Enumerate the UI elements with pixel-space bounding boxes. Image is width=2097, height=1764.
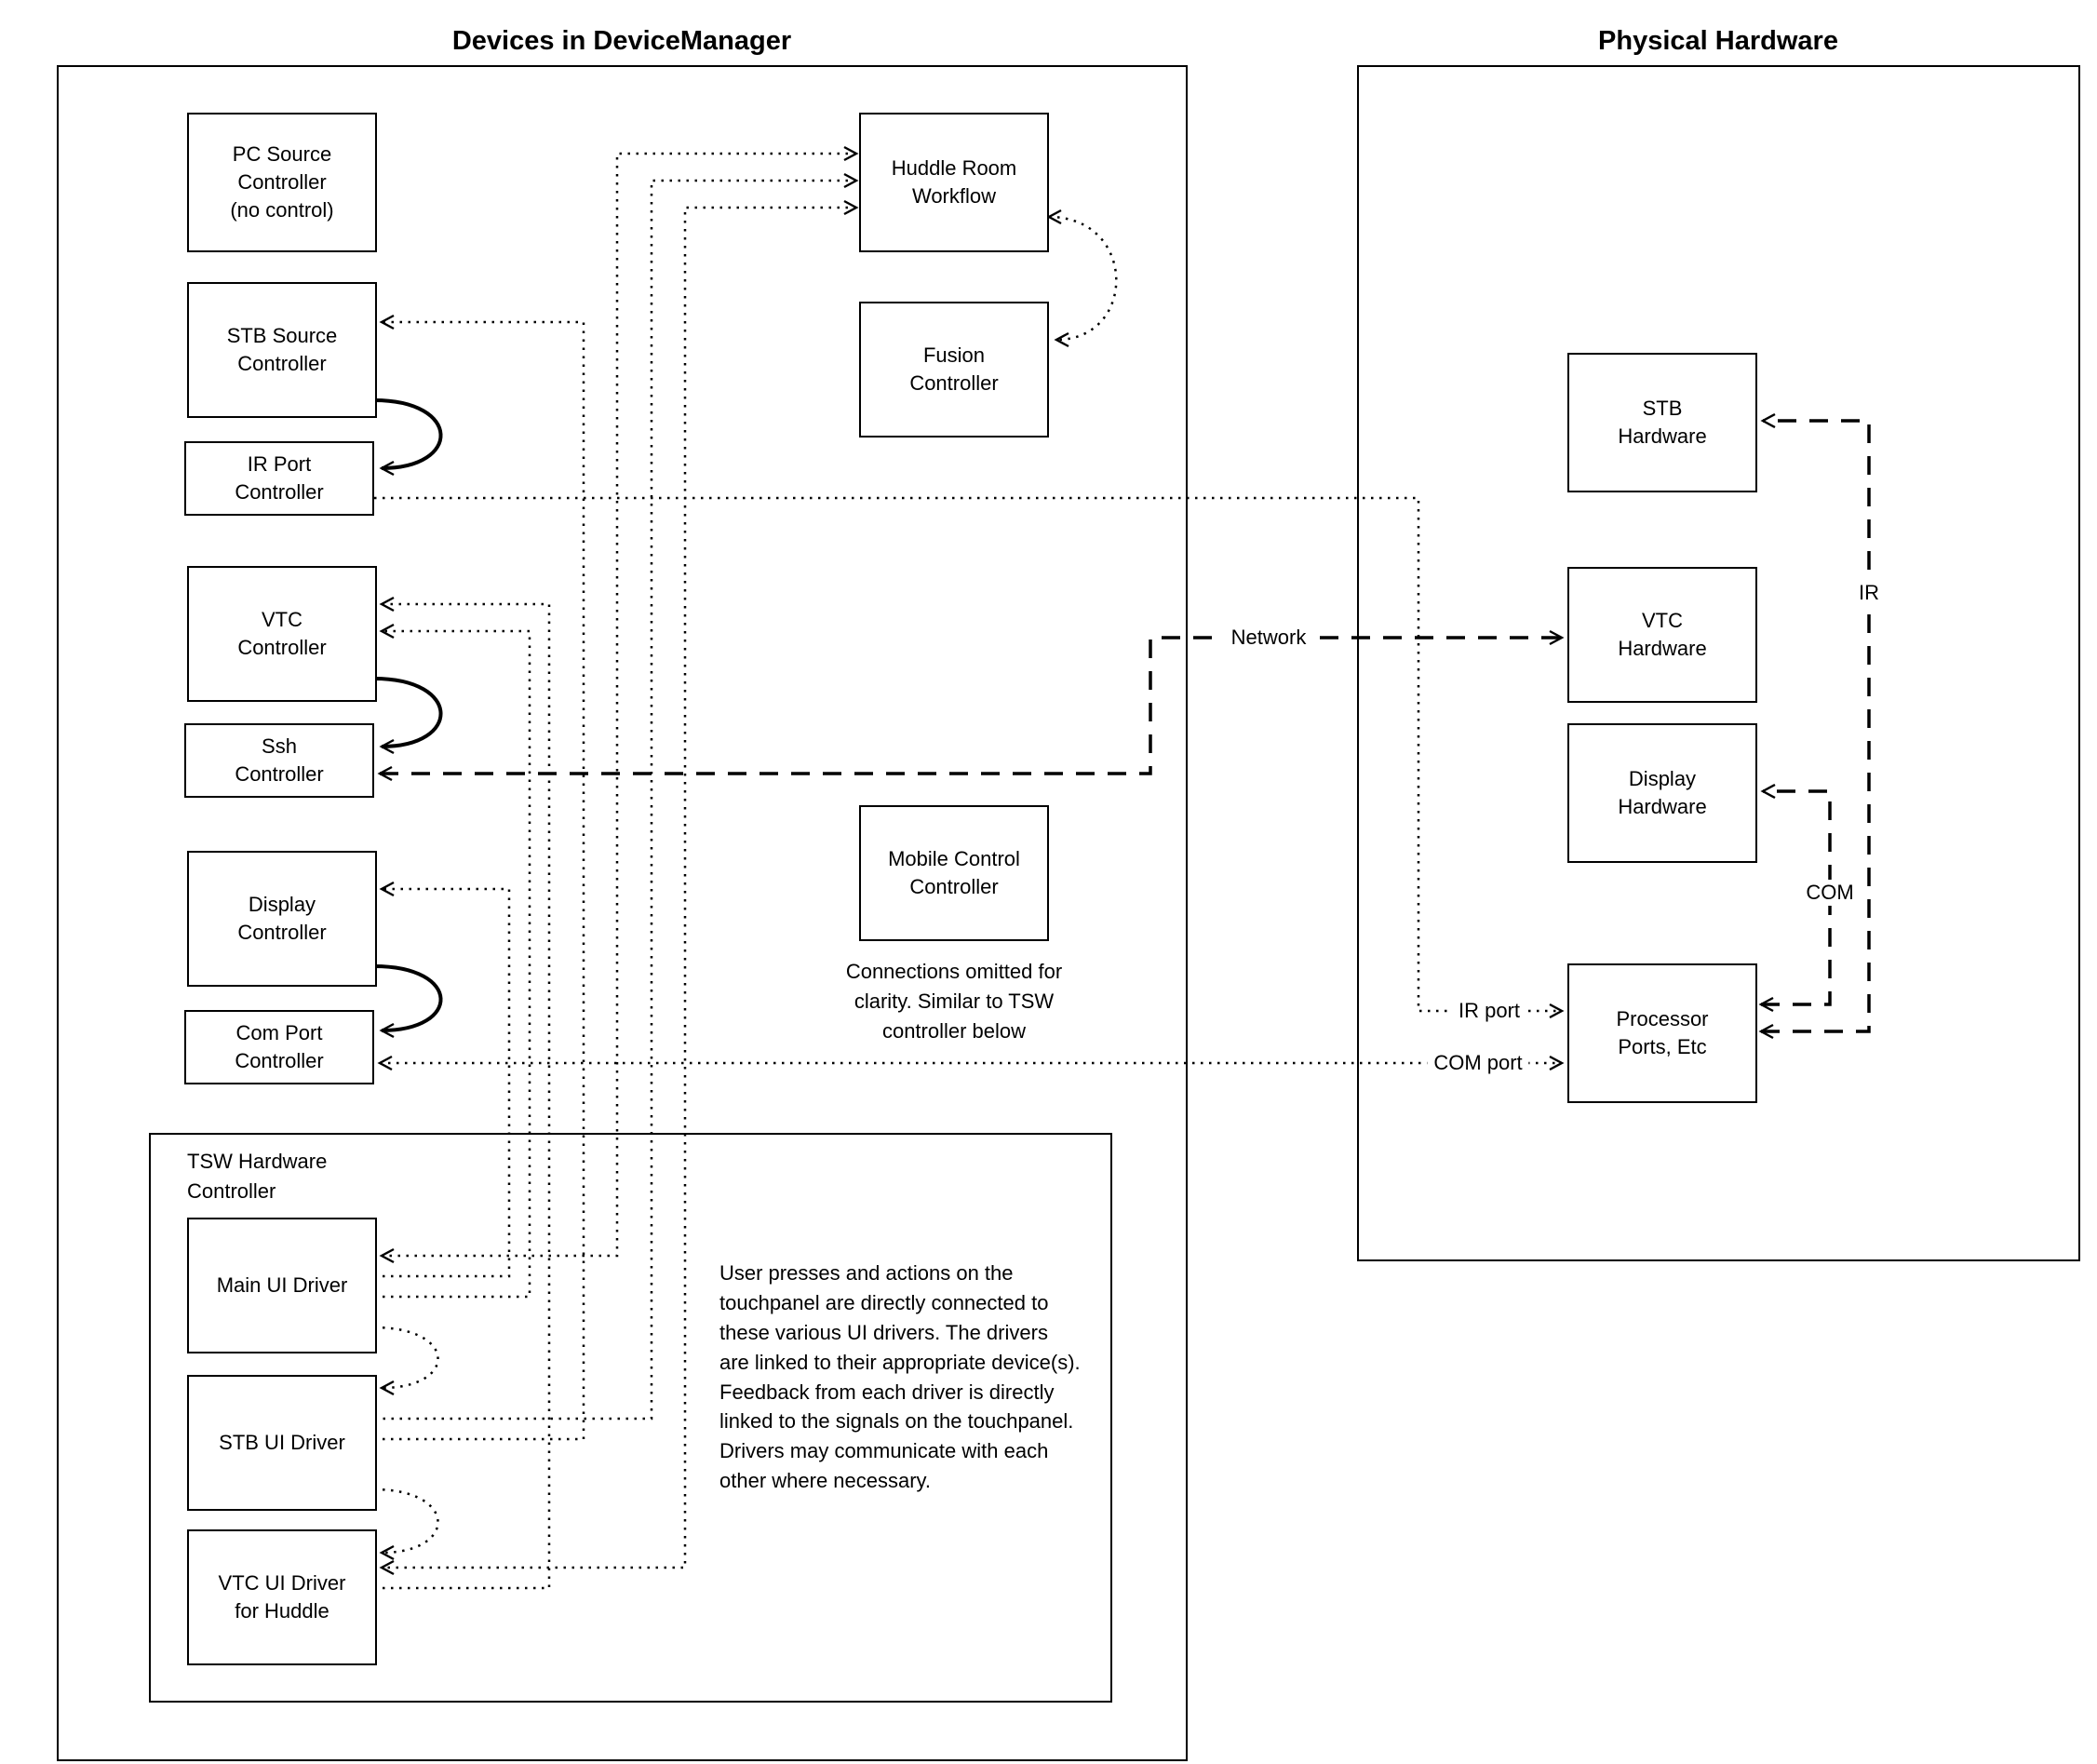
fusion-controller-node: Fusion Controller	[859, 302, 1049, 438]
com-port-controller-node: Com Port Controller	[184, 1010, 374, 1084]
stb-source-controller-node: STB Source Controller	[187, 282, 377, 418]
ssh-controller-node: Ssh Controller	[184, 723, 374, 798]
physical-hardware-title: Physical Hardware	[1598, 26, 1838, 56]
ir-port-controller-node: IR Port Controller	[184, 441, 374, 516]
ir-edge-label: IR	[1852, 580, 1886, 606]
tsw-note: User presses and actions on the touchpan…	[719, 1261, 1081, 1493]
vtc-ui-driver-node: VTC UI Driver for Huddle	[187, 1529, 377, 1665]
display-controller-node: Display Controller	[187, 851, 377, 987]
com-port-edge-label: COM port	[1427, 1050, 1529, 1076]
vtc-hardware-node: VTC Hardware	[1567, 567, 1757, 703]
stb-ui-driver-node: STB UI Driver	[187, 1375, 377, 1511]
ir-port-edge-label: IR port	[1451, 998, 1527, 1024]
mobile-note: Connections omitted for clarity. Similar…	[845, 960, 1063, 1043]
device-manager-title: Devices in DeviceManager	[451, 26, 792, 56]
huddle-room-workflow-node: Huddle Room Workflow	[859, 113, 1049, 252]
tsw-controller-label: TSW Hardware Controller	[187, 1150, 328, 1203]
stb-hardware-node: STB Hardware	[1567, 353, 1757, 492]
com-edge-label: COM	[1799, 880, 1861, 906]
pc-source-controller-node: PC Source Controller (no control)	[187, 113, 377, 252]
vtc-controller-node: VTC Controller	[187, 566, 377, 702]
main-ui-driver-node: Main UI Driver	[187, 1218, 377, 1353]
network-edge-label: Network	[1224, 625, 1313, 651]
processor-ports-node: Processor Ports, Etc	[1567, 963, 1757, 1103]
mobile-control-controller-node: Mobile Control Controller	[859, 805, 1049, 941]
display-hardware-node: Display Hardware	[1567, 723, 1757, 863]
